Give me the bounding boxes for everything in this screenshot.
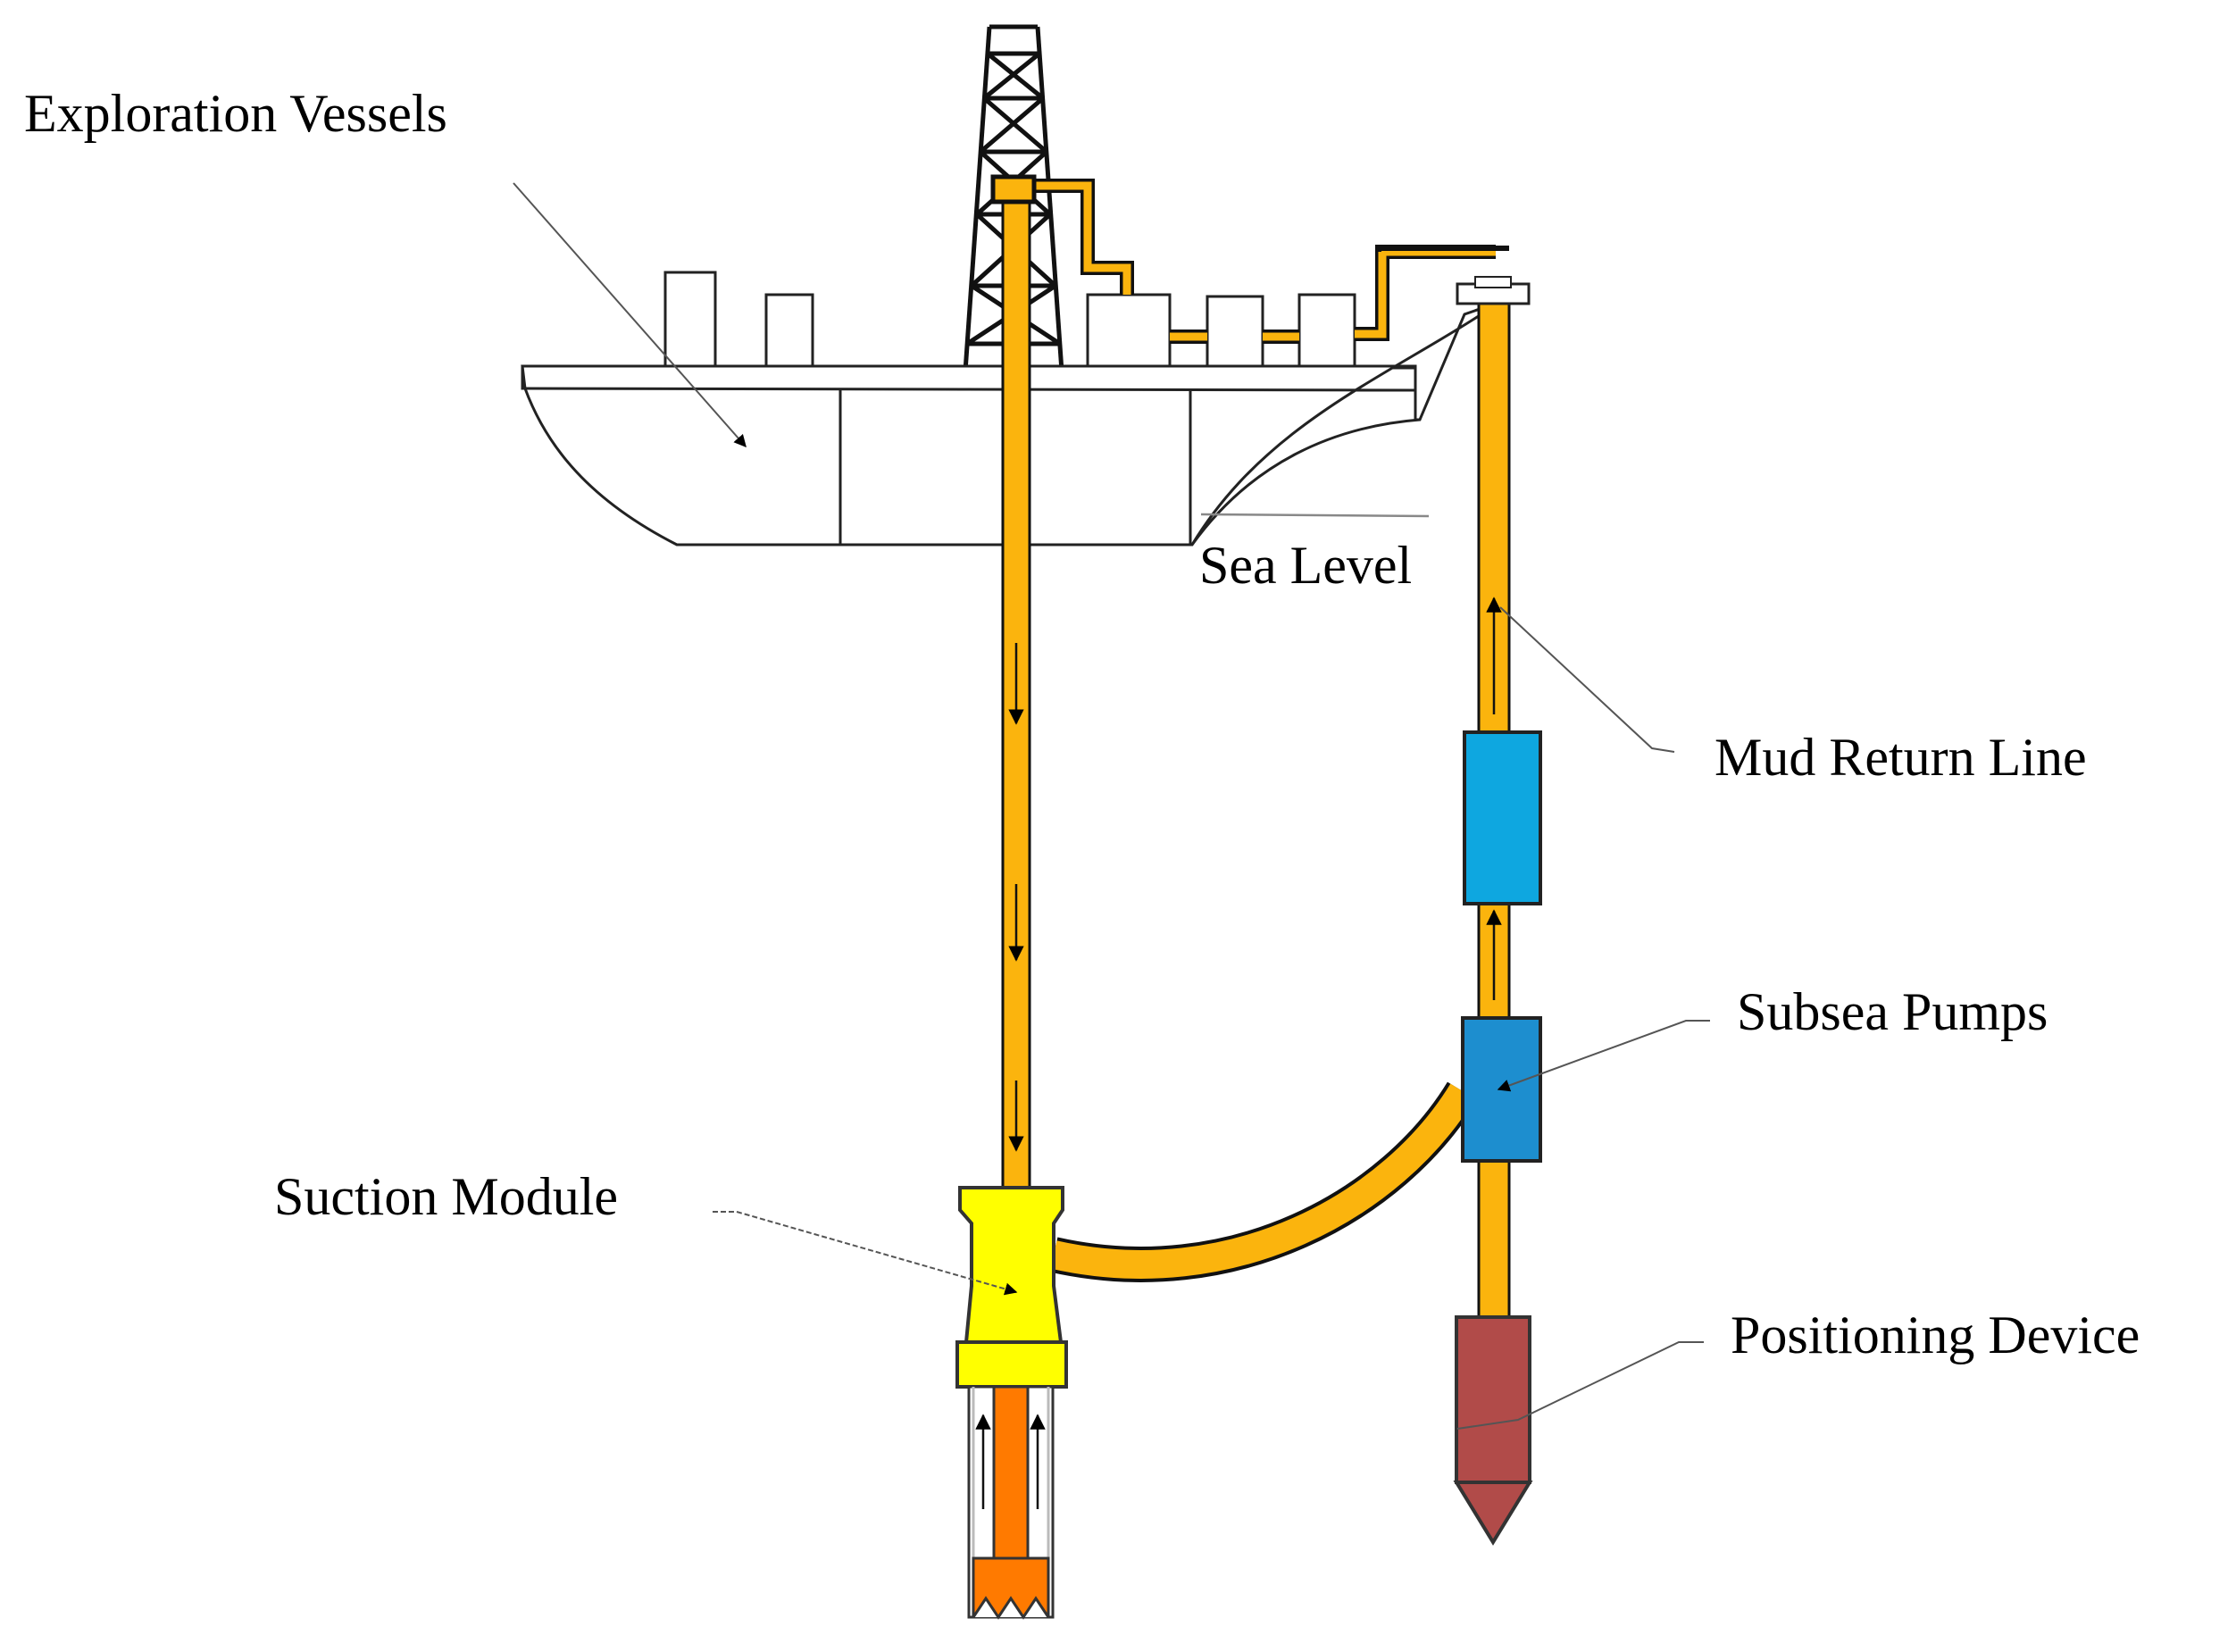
label-mud-return-line: Mud Return Line [1715,728,2087,787]
sea-level-line [1200,513,1430,518]
label-positioning-device: Positioning Device [1731,1306,2140,1364]
deck-piping [1034,179,1509,344]
subsea-pumps [1461,730,1542,1163]
flow-arrows [975,597,1502,1509]
leader-mud-return-line [1499,606,1675,753]
leader-positioning-device [1456,1341,1704,1430]
label-sea-level: Sea Level [1199,536,1413,595]
label-suction-module: Suction Module [274,1167,618,1226]
drill-pipe [990,174,1037,1189]
mud-transfer-hose [1049,1081,1479,1282]
drill-bit-assembly [967,1385,1055,1620]
leader-lines [513,182,1710,1430]
positioning-device [1453,1315,1533,1546]
upper-pump [1463,730,1542,905]
leader-subsea-pumps [1497,1020,1710,1092]
leader-suction-module [713,1211,1018,1296]
suction-module [955,1186,1068,1389]
leader-exploration-vessels [513,182,747,448]
label-exploration-vessels: Exploration Vessels [24,84,447,143]
lower-pump [1461,1016,1542,1163]
label-subsea-pumps: Subsea Pumps [1737,982,2048,1041]
